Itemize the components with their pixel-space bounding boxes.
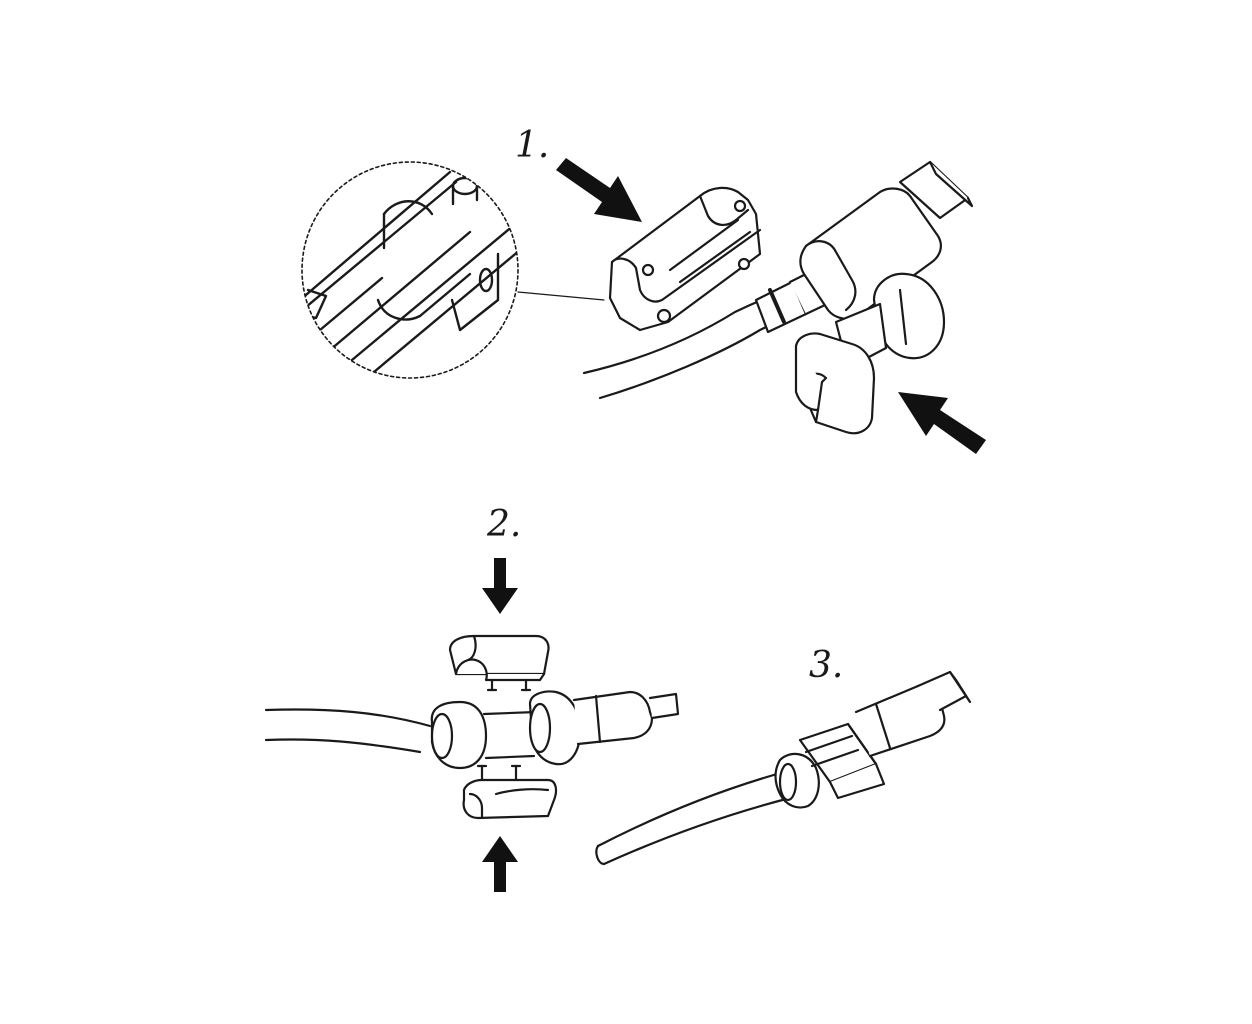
clip-bottom-part-step2 bbox=[464, 766, 556, 818]
assembled-connector-step3 bbox=[776, 672, 971, 808]
clip-half-a bbox=[610, 188, 760, 330]
detail-leader-line bbox=[518, 292, 604, 300]
usb-connector-step1 bbox=[756, 162, 972, 332]
step-label-3: 3. bbox=[809, 645, 844, 686]
arrow-step1-up-left bbox=[898, 392, 986, 454]
arrow-step2-down bbox=[482, 558, 518, 614]
detail-magnifier bbox=[300, 162, 520, 392]
clip-half-b bbox=[796, 274, 944, 433]
step-label-2: 2. bbox=[487, 504, 522, 545]
arrow-step2-up bbox=[482, 836, 518, 892]
cable-step3 bbox=[596, 772, 790, 864]
arrow-step1-down-right bbox=[556, 158, 642, 222]
cable-step2 bbox=[266, 710, 430, 752]
clip-top-part-step2 bbox=[450, 636, 549, 690]
connector-assembly-step2 bbox=[432, 692, 678, 769]
step-label-1: 1. bbox=[515, 125, 550, 166]
